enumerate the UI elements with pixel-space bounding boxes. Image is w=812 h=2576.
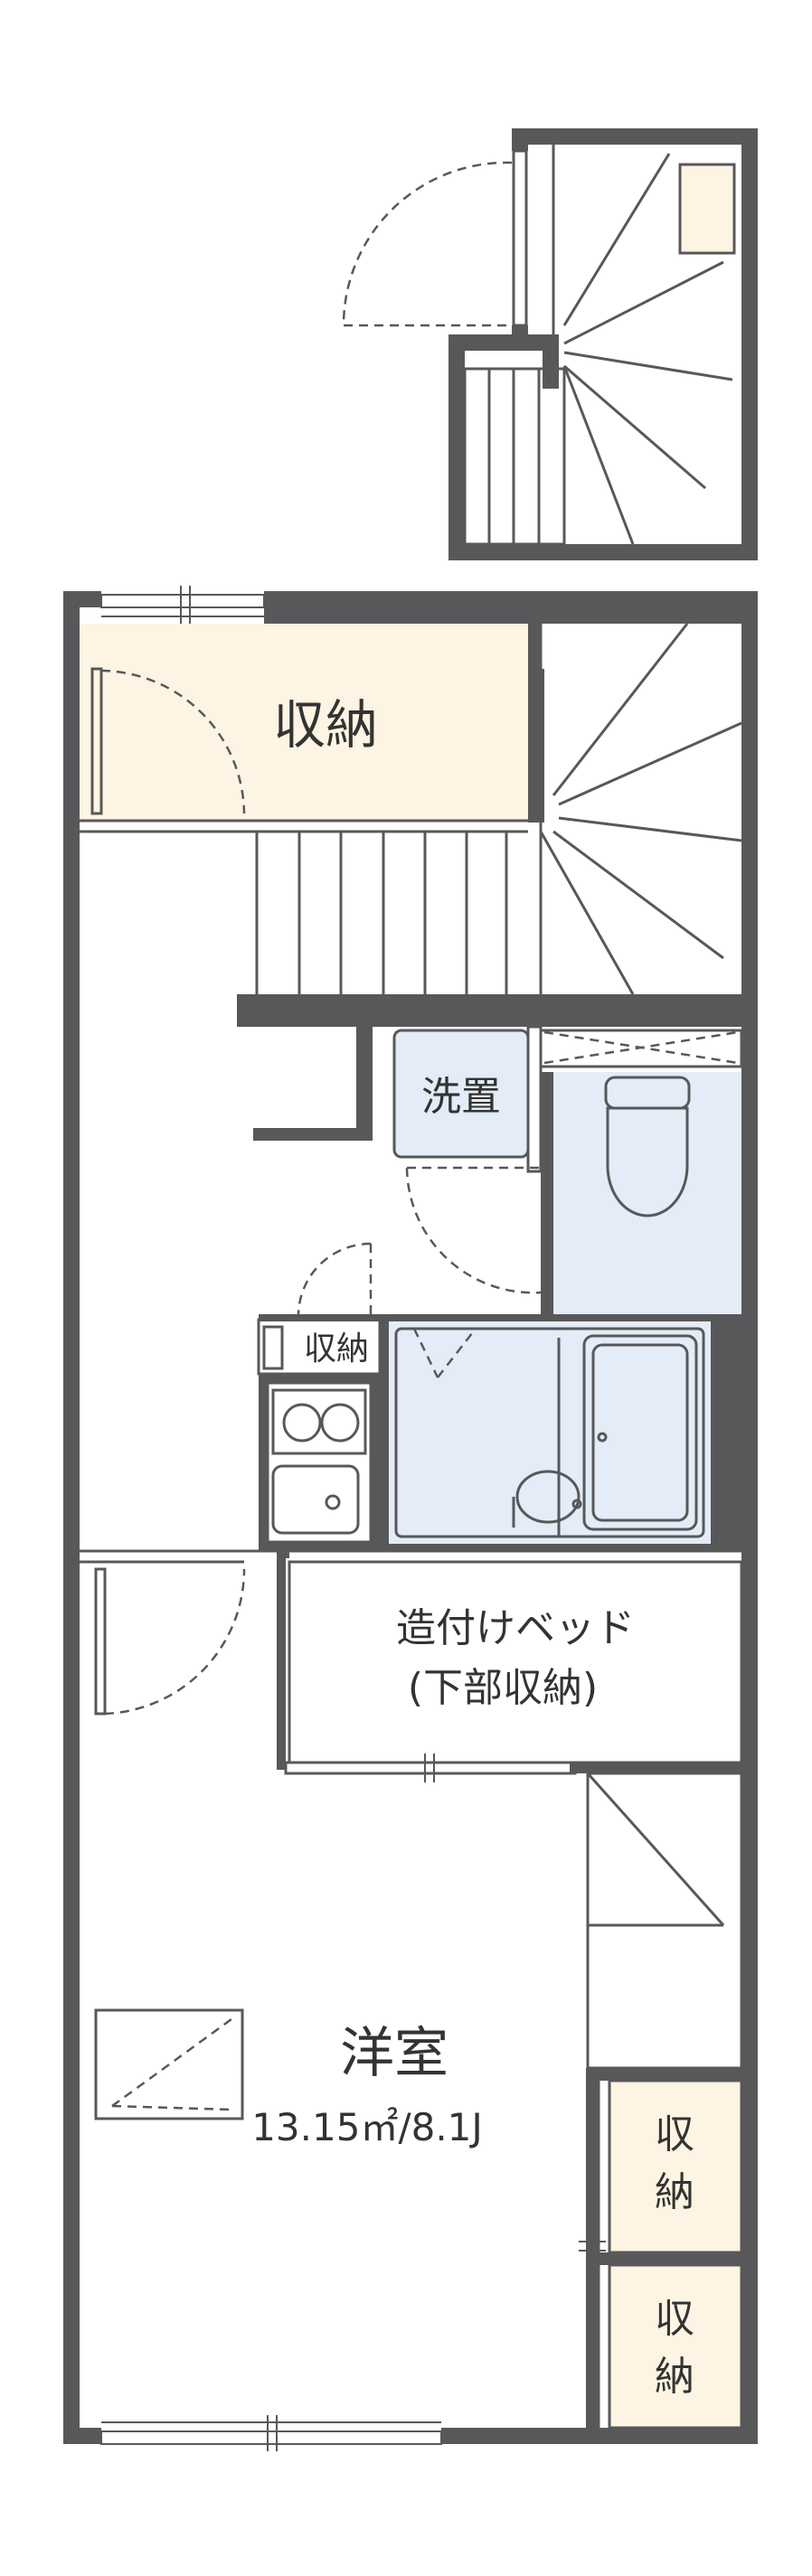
bed-label-line2: (下部収納) — [408, 1665, 598, 1711]
loft-stair-treads — [463, 145, 733, 546]
toilet-door-swing — [405, 1167, 542, 1294]
loft-door-swing — [342, 161, 513, 326]
stove — [271, 1388, 367, 1455]
storage-door-swing — [100, 669, 246, 814]
shower-basin — [515, 1470, 581, 1524]
western-room-label: 洋室 — [340, 2022, 448, 2085]
washer-area: 洗置 — [253, 1025, 543, 1294]
room-door-swing — [104, 1568, 246, 1716]
toilet-room — [539, 1029, 743, 1316]
kitchen-storage-door-swing — [297, 1242, 372, 1315]
burner-2-icon — [320, 1403, 360, 1443]
closet-1 — [609, 2081, 741, 2252]
closet-1-label-line2: 納 — [655, 2169, 694, 2215]
closet-1-label-line1: 収 — [655, 2111, 694, 2158]
storage-top: 収納 — [80, 624, 541, 833]
bathroom — [380, 1314, 741, 1551]
hall-door — [80, 1549, 741, 1716]
western-room-area: 13.15㎡/8.1J — [251, 2105, 483, 2149]
washer-label: 洗置 — [421, 1074, 501, 1120]
bed-label-line1: 造付けベッド — [396, 1605, 635, 1651]
kitchen: 収納 — [257, 1242, 382, 1551]
toilet-bowl — [606, 1106, 689, 1217]
burner-1-icon — [282, 1403, 322, 1443]
loft-storage-nook — [680, 165, 734, 253]
closet-2-label-line1: 収 — [655, 2296, 694, 2342]
bathtub — [582, 1334, 698, 1531]
western-room: 収 納 収 納 洋室 13.15㎡/8.1J — [94, 1772, 743, 2433]
main-staircase — [237, 623, 758, 1027]
loft-stair-block — [342, 128, 758, 560]
closet-2-label-line2: 納 — [655, 2354, 694, 2400]
built-in-bed: 造付けベッド (下部収納) — [277, 1551, 743, 1782]
kitchen-sink — [271, 1464, 360, 1535]
kitchen-storage-label: 収納 — [304, 1330, 369, 1368]
closet-2 — [609, 2265, 741, 2428]
storage-top-label: 収納 — [273, 694, 378, 756]
main-unit-walls — [63, 586, 758, 2451]
